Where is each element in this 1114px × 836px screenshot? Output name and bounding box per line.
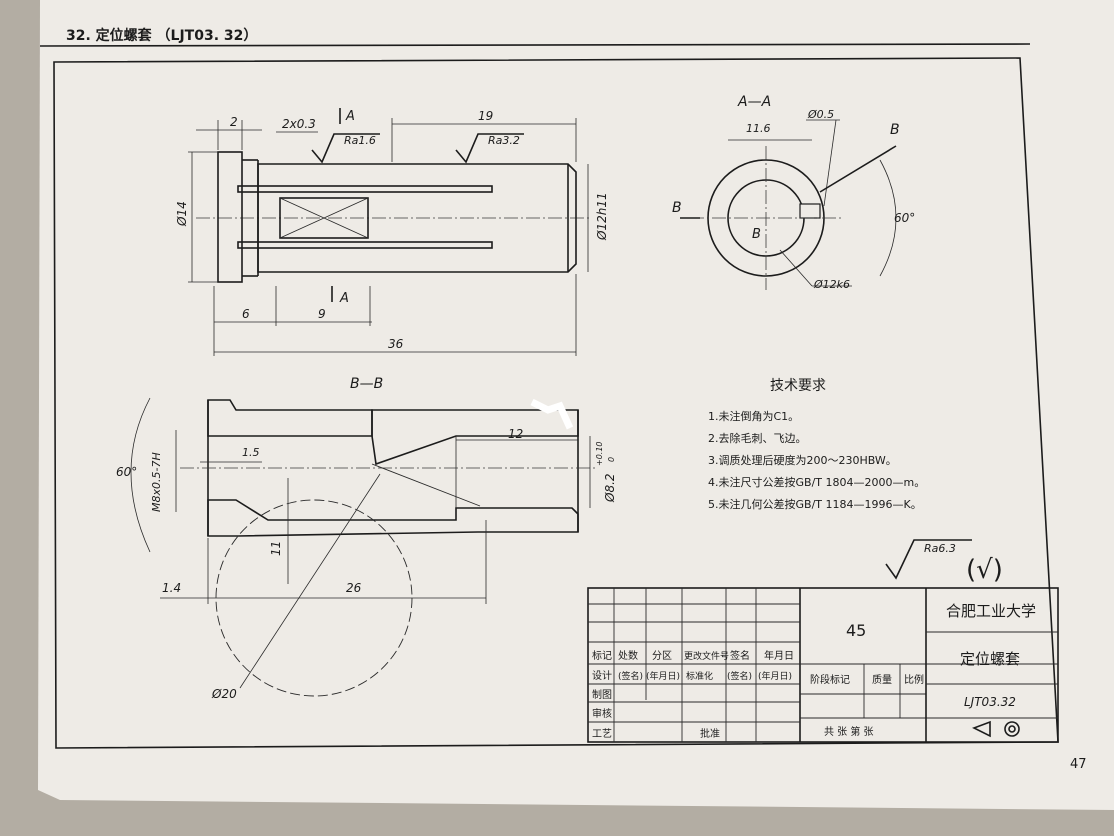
section-bb-title: B—B bbox=[350, 376, 383, 392]
tb-drafting: 制图 bbox=[592, 688, 612, 701]
paper-sheet bbox=[38, 0, 1114, 810]
title-block: 标记 处数 分区 更改文件号 签名 年月日 设计 (签名) (年月日) 标准化 … bbox=[587, 587, 1059, 743]
section-aa-view: A—A 11.6 Ø0.5 B B B 60° Ø12k6 bbox=[672, 94, 915, 291]
tb-part-name: 定位螺套 bbox=[960, 650, 1020, 668]
glare-reflection bbox=[530, 398, 574, 430]
dim-15: 1.5 bbox=[242, 446, 260, 459]
tech-item-4: 4.未注尺寸公差按GB/T 1804—2000—m。 bbox=[708, 475, 925, 489]
main-window bbox=[279, 197, 369, 239]
tb-design-3: (年月日) bbox=[646, 670, 680, 682]
dim-26: 26 bbox=[346, 581, 362, 595]
tb-design-4: 标准化 bbox=[686, 670, 713, 682]
header-title: 32. 定位螺套 （LJT03. 32） bbox=[66, 27, 257, 44]
tb-rev-6: 年月日 bbox=[764, 649, 794, 662]
projection-inner-icon bbox=[1008, 725, 1016, 733]
dim-19: 19 bbox=[478, 109, 493, 123]
tb-school: 合肥工业大学 bbox=[946, 602, 1036, 620]
dim-6: 6 bbox=[242, 307, 250, 321]
tb-drawing-no: LJT03.32 bbox=[964, 695, 1016, 709]
dim-thread: M8x0.5-7H bbox=[150, 452, 163, 512]
ra16-label: Ra1.6 bbox=[344, 134, 376, 147]
tech-heading: 技术要求 bbox=[770, 378, 826, 394]
tb-rev-4: 更改文件号 bbox=[684, 650, 729, 662]
bb-angle60: 60° bbox=[116, 465, 137, 479]
main-window-cross-2 bbox=[279, 197, 369, 239]
bb-cone-line bbox=[371, 463, 481, 507]
dim-116: 11.6 bbox=[746, 122, 771, 135]
dim-36: 36 bbox=[388, 337, 404, 351]
section-aa-title: A—A bbox=[737, 94, 771, 110]
section-a-top: A bbox=[345, 109, 355, 124]
tb-rev-3: 分区 bbox=[652, 650, 672, 662]
tb-material: 45 bbox=[846, 621, 866, 640]
general-roughness: Ra6.3 (√) bbox=[885, 539, 1003, 585]
tb-design-2: (签名) bbox=[618, 670, 643, 682]
ra63-label: Ra6.3 bbox=[924, 542, 956, 555]
main-flange bbox=[217, 151, 243, 283]
dim-tol-upper: +0.10 bbox=[595, 441, 604, 466]
dim-angle60: 60° bbox=[894, 211, 915, 225]
ra16-symbol bbox=[311, 133, 380, 164]
dim-chamfer: 2x0.3 bbox=[282, 117, 316, 131]
tech-item-1: 1.未注倒角为C1。 bbox=[708, 409, 799, 423]
tb-rev-5: 签名 bbox=[730, 649, 750, 662]
dim-12k6-leader bbox=[779, 249, 813, 287]
main-slot-bottom bbox=[237, 241, 493, 249]
tb-approve: 批准 bbox=[700, 727, 720, 740]
title-block-border bbox=[587, 587, 1059, 743]
dim-2: 2 bbox=[230, 115, 238, 129]
tb-rev-1: 标记 bbox=[592, 650, 612, 662]
tech-item-5: 5.未注几何公差按GB/T 1184—1996—K。 bbox=[708, 497, 922, 511]
tb-review: 审核 bbox=[592, 707, 612, 720]
dim-14: 1.4 bbox=[162, 581, 181, 595]
tb-stage: 阶段标记 bbox=[810, 673, 850, 686]
dim-dia82: Ø8.2 bbox=[603, 473, 617, 503]
section-a-bottom: A bbox=[339, 291, 349, 306]
dim-tol-lower: 0 bbox=[607, 457, 616, 462]
tb-mass: 质量 bbox=[872, 674, 892, 686]
dim-dia14: Ø14 bbox=[175, 201, 189, 227]
ra63-symbol bbox=[885, 539, 972, 580]
tb-design-5: (签名) bbox=[727, 670, 752, 682]
tech-item-3: 3.调质处理后硬度为200～230HBW。 bbox=[708, 453, 897, 467]
page-number: 47 bbox=[1070, 757, 1087, 772]
dim-9: 9 bbox=[318, 307, 326, 321]
ra-check: (√) bbox=[966, 555, 1003, 585]
aa-mark-b-top: B bbox=[890, 122, 900, 138]
projection-circle-icon bbox=[1004, 721, 1020, 737]
tb-rev-2: 处数 bbox=[618, 649, 638, 662]
tech-item-2: 2.去除毛刺、飞边。 bbox=[708, 431, 807, 445]
aa-mark-b-center: B bbox=[752, 227, 761, 242]
dim-dia12h11: Ø12h11 bbox=[595, 192, 609, 241]
dim-dia05: Ø0.5 bbox=[807, 108, 834, 121]
aa-mark-b-left: B bbox=[672, 200, 682, 216]
dim-60-arc-bb bbox=[130, 397, 151, 553]
tb-design-6: (年月日) bbox=[758, 670, 792, 682]
projection-cone-icon bbox=[972, 720, 991, 738]
ra32-label: Ra3.2 bbox=[488, 134, 520, 147]
tech-requirements: 技术要求 1.未注倒角为C1。 2.去除毛刺、飞边。 3.调质处理后硬度为200… bbox=[708, 378, 925, 511]
tb-scale: 比例 bbox=[904, 673, 924, 686]
dim-11: 11 bbox=[269, 541, 283, 556]
dim-05-line bbox=[823, 119, 837, 207]
bb-wall-bottom bbox=[207, 499, 579, 537]
dim-20-leader bbox=[239, 473, 381, 689]
section-bb-view: B—B Ø20 60° M8x0.5-7H 1.5 12 Ø8.2 +0.10 … bbox=[116, 376, 617, 701]
ra32-symbol bbox=[455, 133, 524, 164]
dim-dia20: Ø20 bbox=[211, 687, 237, 701]
aa-slot bbox=[799, 203, 821, 219]
main-view: 2 2x0.3 19 Ra1.6 Ra3.2 A A Ø14 Ø12h11 6 … bbox=[175, 108, 609, 356]
tb-sheets: 共 张 第 张 bbox=[824, 725, 874, 738]
tb-process: 工艺 bbox=[592, 728, 612, 740]
dim-dia12k6: Ø12k6 bbox=[813, 278, 850, 291]
dim-60-arc bbox=[879, 159, 897, 277]
main-slot-top bbox=[237, 185, 493, 193]
dim-12: 12 bbox=[508, 427, 523, 441]
b-cut-line-top bbox=[819, 145, 897, 193]
header-rule bbox=[39, 43, 1031, 47]
tb-design-1: 设计 bbox=[592, 669, 612, 682]
